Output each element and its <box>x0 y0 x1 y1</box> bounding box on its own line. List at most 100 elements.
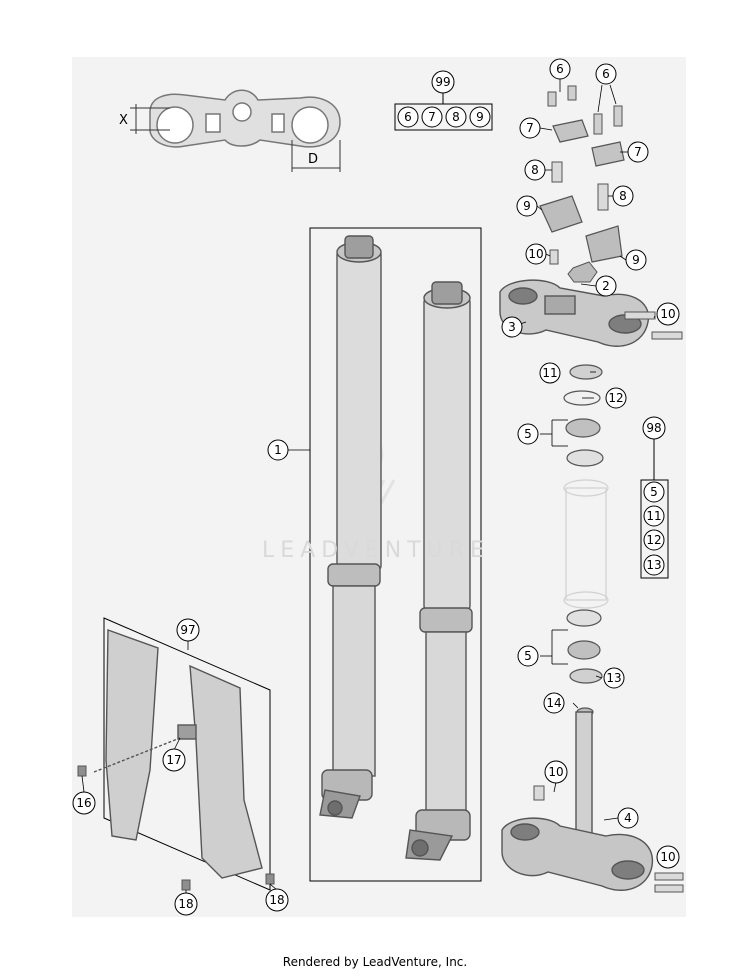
callout-11: 11 <box>539 362 561 384</box>
fork-guards <box>93 629 263 879</box>
bolts-10-lower <box>533 785 684 893</box>
svg-text:8: 8 <box>531 163 539 177</box>
svg-text:6: 6 <box>404 110 412 124</box>
kit-98-member: 11 <box>643 505 665 527</box>
svg-text:11: 11 <box>542 366 557 380</box>
svg-text:18: 18 <box>269 893 284 907</box>
left-fork-leg <box>319 235 382 819</box>
callout-2: 2 <box>595 275 617 297</box>
svg-text:2: 2 <box>602 279 610 293</box>
svg-text:10: 10 <box>528 247 543 261</box>
dimension-x-label: X <box>119 113 128 128</box>
svg-text:16: 16 <box>76 796 91 810</box>
bolt-10-top <box>549 249 559 265</box>
callout-16: 16 <box>72 791 96 815</box>
svg-text:98: 98 <box>646 421 661 435</box>
callout-12: 12 <box>605 387 627 409</box>
bolts-10-upper <box>624 311 683 340</box>
kit-99-member: 8 <box>445 106 467 128</box>
bolts-6-right <box>593 105 623 135</box>
callout-3: 3 <box>501 316 523 338</box>
triple-clamp-plan-view <box>149 89 341 148</box>
kit-98-member: 5 <box>643 481 665 503</box>
callout-9-left: 9 <box>516 195 538 217</box>
svg-text:1: 1 <box>274 443 282 457</box>
callout-17: 17 <box>162 748 186 772</box>
svg-text:10: 10 <box>660 850 675 864</box>
callout-7-left: 7 <box>519 117 541 139</box>
callout-10-top: 10 <box>525 243 547 265</box>
svg-text:99: 99 <box>435 75 450 89</box>
right-fork-leg <box>405 281 473 861</box>
fork-guard-kit-box <box>103 617 271 891</box>
svg-text:7: 7 <box>634 145 642 159</box>
callout-10-lower-clamp: 10 <box>656 845 680 869</box>
clamps-7 <box>552 119 625 167</box>
kit-99-group <box>394 93 493 131</box>
svg-text:5: 5 <box>524 649 532 663</box>
kit-99-member: 7 <box>421 106 443 128</box>
svg-text:7: 7 <box>428 110 436 124</box>
svg-text:8: 8 <box>452 110 460 124</box>
callout-1: 1 <box>267 439 289 461</box>
callout-4: 4 <box>617 807 639 829</box>
callout-97: 97 <box>176 618 200 642</box>
callout-98: 98 <box>642 416 666 440</box>
svg-text:4: 4 <box>624 811 632 825</box>
callout-18-right: 18 <box>265 888 289 912</box>
callout-10-upper-clamp: 10 <box>656 302 680 326</box>
dimension-d-label: D <box>308 152 318 167</box>
svg-text:11: 11 <box>646 509 661 523</box>
watermark-text: LEADVENTURE <box>262 538 490 563</box>
clamps-9 <box>539 195 623 263</box>
svg-text:3: 3 <box>508 320 516 334</box>
svg-text:10: 10 <box>548 765 563 779</box>
svg-text:10: 10 <box>660 307 675 321</box>
callout-9-right: 9 <box>625 249 647 271</box>
callout-8-right: 8 <box>612 185 634 207</box>
svg-text:5: 5 <box>524 427 532 441</box>
svg-text:12: 12 <box>646 533 661 547</box>
svg-text:9: 9 <box>632 253 640 267</box>
fork-assembly-box <box>309 227 482 882</box>
svg-text:9: 9 <box>523 199 531 213</box>
lower-triple-clamp <box>501 711 654 891</box>
callout-5-lower: 5 <box>517 645 539 667</box>
svg-text:8: 8 <box>619 189 627 203</box>
svg-text:18: 18 <box>178 897 193 911</box>
svg-text:9: 9 <box>476 110 484 124</box>
callout-14: 14 <box>543 692 565 714</box>
callout-5-upper: 5 <box>517 423 539 445</box>
callout-6-left: 6 <box>549 58 571 80</box>
kit-98-group <box>640 438 669 579</box>
svg-text:6: 6 <box>556 62 564 76</box>
upper-triple-clamp <box>499 279 650 347</box>
callout-18-left: 18 <box>174 892 198 916</box>
kit-98-member: 12 <box>643 529 665 551</box>
kit-99-member: 6 <box>397 106 419 128</box>
bearing-parts-upper <box>563 364 604 467</box>
callout-7-right: 7 <box>627 141 649 163</box>
svg-text:12: 12 <box>608 391 623 405</box>
bolts-6-left <box>547 85 577 107</box>
callout-10-stem: 10 <box>544 760 568 784</box>
footer-credit: Rendered by LeadVenture, Inc. <box>282 955 468 969</box>
svg-text:13: 13 <box>646 558 661 572</box>
svg-text:5: 5 <box>650 485 658 499</box>
dimension-lines <box>130 104 341 172</box>
svg-text:13: 13 <box>606 671 621 685</box>
leader-lines <box>81 79 656 894</box>
kit-99-member: 9 <box>469 106 491 128</box>
svg-text:14: 14 <box>546 696 561 710</box>
callout-6-right: 6 <box>595 63 617 85</box>
callout-99: 99 <box>431 70 455 94</box>
steering-head-frame-ghost <box>563 479 609 609</box>
callout-8-left: 8 <box>524 159 546 181</box>
callout-13: 13 <box>603 667 625 689</box>
svg-text:97: 97 <box>180 623 195 637</box>
kit-98-member: 13 <box>643 554 665 576</box>
svg-text:7: 7 <box>526 121 534 135</box>
bolts-8 <box>551 161 609 211</box>
svg-text:6: 6 <box>602 67 610 81</box>
